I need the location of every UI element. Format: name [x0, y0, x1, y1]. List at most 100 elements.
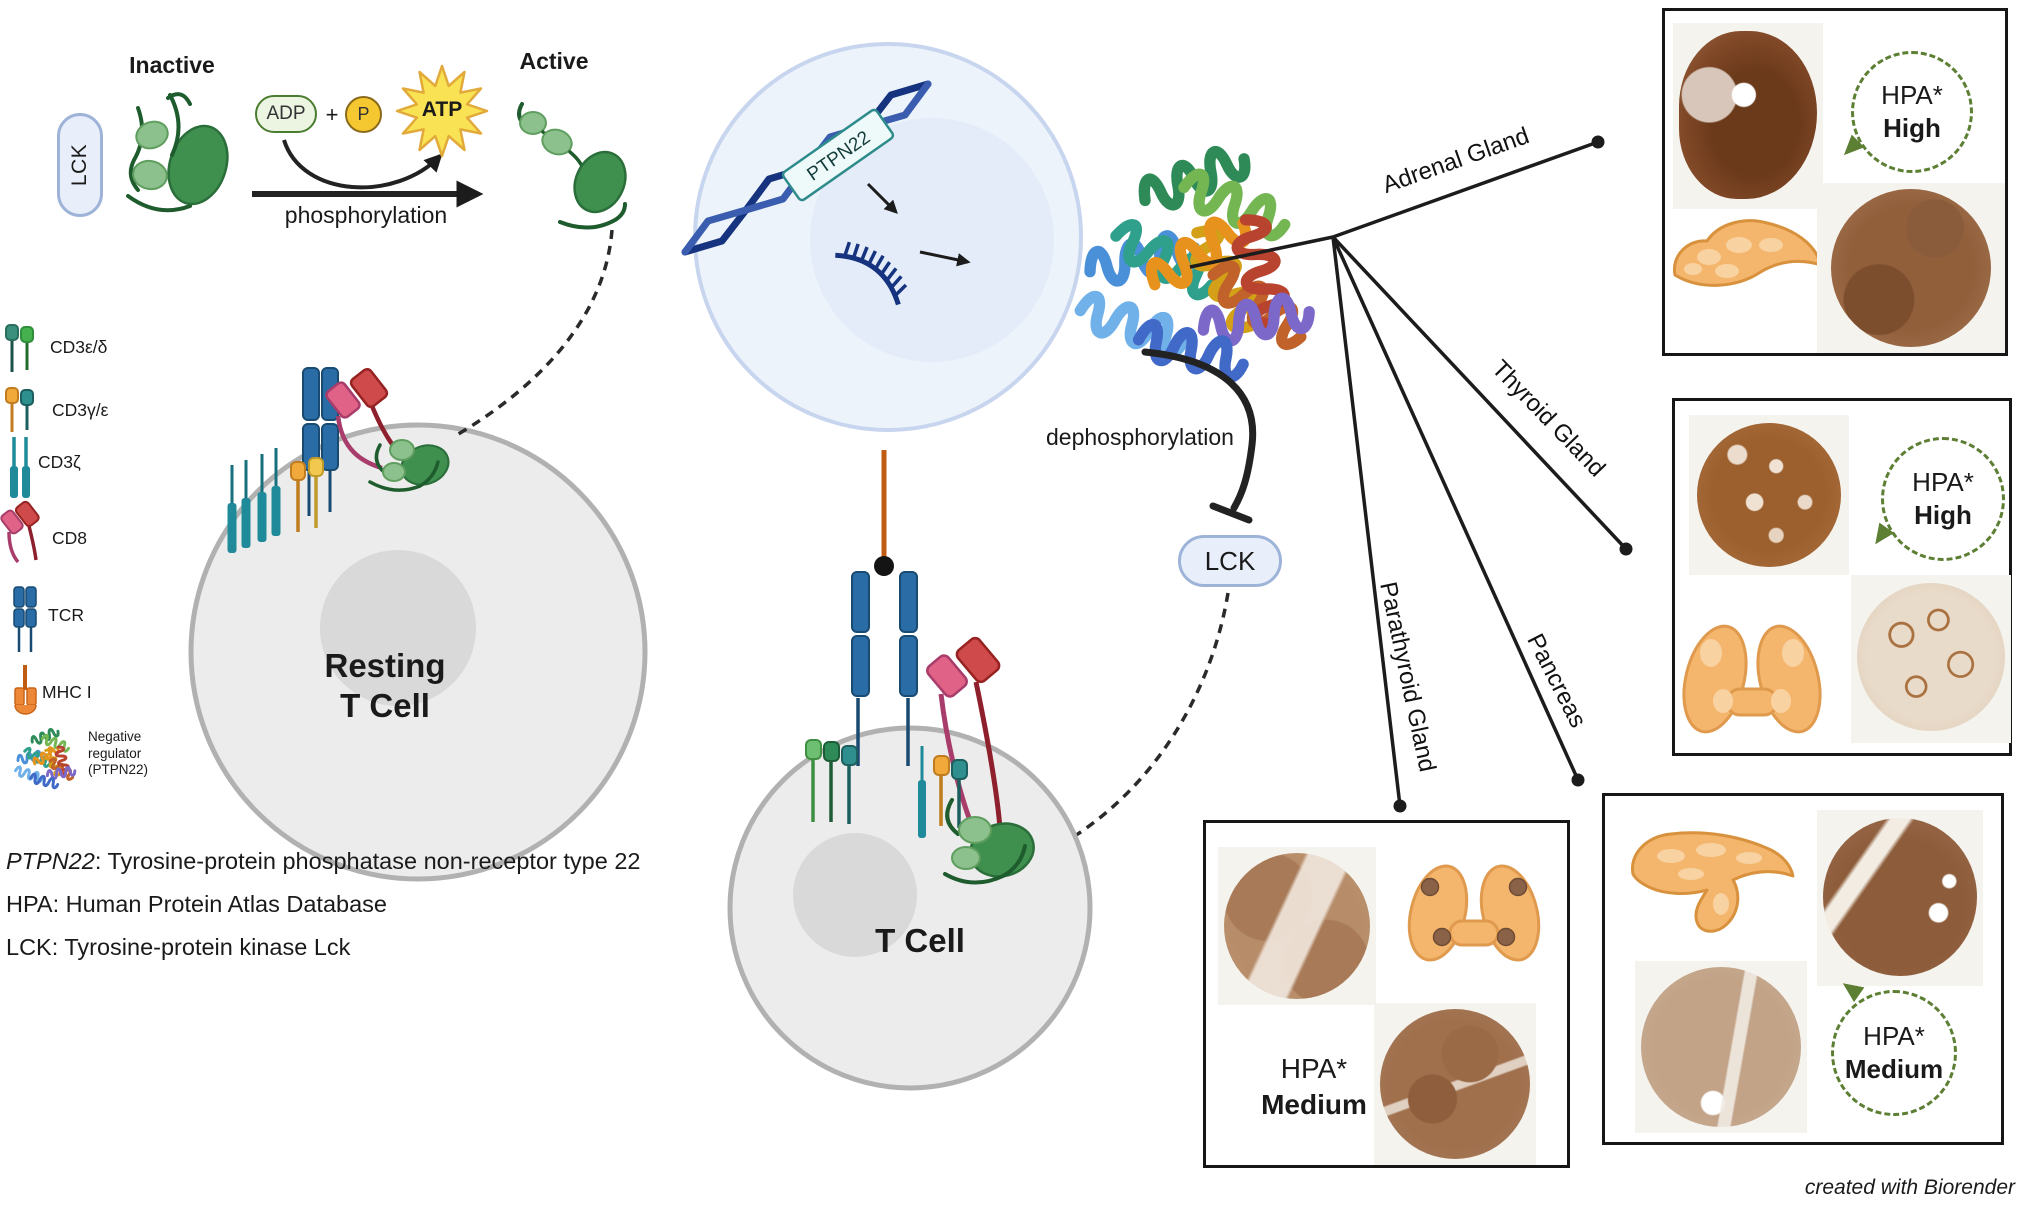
thyroid-hpa-cycle-icon: HPA* High	[1867, 437, 2005, 561]
pancreas-hpa-cycle-icon: HPA* Medium	[1831, 975, 1957, 1116]
translation-arrow	[919, 250, 971, 267]
adrenal-gland-icon	[1672, 219, 1823, 287]
membrane-lck-protein	[943, 798, 1035, 885]
dephosphorylation-label: dephosphorylation	[1046, 424, 1234, 450]
abbr-term: PTPN22	[6, 848, 95, 874]
pancreas-tissue-image-2	[1635, 961, 1807, 1133]
legend-tcr-icon	[13, 586, 37, 652]
adrenal-tissue-image-1	[1673, 23, 1823, 209]
lck-to-tcell-dashed-connector	[1047, 592, 1230, 854]
ptpn22-protein-ribbon	[1075, 135, 1314, 378]
hpa-label: HPA*	[1280, 1053, 1348, 1084]
abbr-definition: : Tyrosine-protein phosphatase non-recep…	[94, 848, 641, 874]
hpa-level: High	[1914, 500, 1972, 530]
legend-label-mhc1: MHC I	[42, 682, 92, 702]
cycle-arrow-icon	[1867, 522, 1895, 550]
thyroid-stain-core	[1697, 423, 1841, 567]
resting-t-cell-body	[188, 422, 648, 882]
adrenal-stain-core	[1831, 189, 1991, 347]
pancreas-tissue-image-1	[1817, 810, 1983, 986]
hpa-level: Medium	[1844, 1054, 1944, 1084]
legend-cd3ed-icon	[5, 324, 34, 372]
parathyroid-hpa-label: HPA* Medium	[1234, 1051, 1394, 1123]
abbreviation-hpa: HPA: Human Protein Atlas Database	[6, 891, 387, 918]
abbr-definition: : Human Protein Atlas Database	[52, 891, 387, 917]
peptide-dot	[874, 556, 894, 576]
parathyroid-stain-core	[1224, 853, 1370, 999]
inactive-label: Inactive	[129, 52, 215, 78]
parathyroid-tissue-image-1	[1218, 847, 1376, 1005]
resting-label-line1: Resting	[324, 647, 446, 684]
active-label: Active	[519, 48, 589, 74]
abbreviation-ptpn22: PTPN22: Tyrosine-protein phosphatase non…	[6, 848, 640, 875]
legend-label-ptpn22: Negative regulator (PTPN22)	[88, 729, 148, 779]
legend-ptpn22-ribbon-icon	[14, 725, 76, 788]
legend-cd3z-icon	[10, 437, 30, 498]
hpa-level: High	[1883, 113, 1941, 143]
lck-pill: LCK	[57, 113, 103, 217]
transcription-arrow	[866, 182, 898, 214]
phosphate-label: P	[357, 104, 370, 124]
legend-mhc1-icon	[14, 665, 37, 715]
abbreviation-lck: LCK: Tyrosine-protein kinase Lck	[6, 934, 350, 961]
pancreas-panel: HPA* Medium	[1602, 793, 2004, 1145]
hpa-label: HPA*	[1881, 80, 1943, 110]
tcell-tcr-complex	[805, 450, 1035, 885]
gene-cell-body	[693, 42, 1083, 432]
adrenal-tissue-image-2	[1817, 183, 2005, 353]
t-cell-label: T Cell	[875, 922, 965, 959]
legend-label-cd3z: CD3ζ	[38, 452, 81, 472]
adp-pill: ADP	[255, 95, 317, 133]
plus-sign: +	[325, 102, 339, 127]
t-cell-body	[727, 725, 1093, 1091]
pancreas-stain-core	[1641, 967, 1801, 1127]
legend-ptpn22-line1: Negative	[88, 729, 142, 744]
lck-pill-target: LCK	[1178, 535, 1282, 587]
legend-ptpn22-line3: (PTPN22)	[88, 762, 149, 777]
adrenal-stain-core	[1679, 31, 1817, 199]
thyroid-tissue-image-2	[1851, 575, 2011, 743]
parathyroid-stain-core	[1380, 1009, 1530, 1159]
resting-tcr-complex	[227, 367, 450, 553]
lck-pill-label: LCK	[68, 143, 92, 187]
parathyroid-tissue-image-2	[1374, 1003, 1536, 1165]
abbr-term: HPA	[6, 891, 53, 917]
phosphate-icon: P	[345, 96, 382, 133]
active-to-resting-dashed-connector	[454, 229, 614, 438]
membrane-lck-protein	[368, 439, 450, 492]
abbr-definition: : Tyrosine-protein kinase Lck	[51, 934, 351, 960]
credit-note: created with Biorender	[1804, 1176, 2015, 1199]
active-lck-protein	[517, 102, 627, 230]
gland-branch-lines	[1189, 135, 1633, 813]
lck-pill-label: LCK	[1204, 545, 1256, 576]
hpa-label: HPA*	[1912, 467, 1974, 497]
legend-ptpn22-line2: regulator	[88, 745, 142, 761]
legend-label-cd3ed: CD3ε/δ	[50, 337, 108, 357]
thyroid-stain-core	[1857, 583, 2005, 731]
legend-cd3ge-icon	[5, 387, 34, 432]
phosphorylation-label: phosphorylation	[284, 202, 448, 228]
resting-label-line2: T Cell	[340, 687, 430, 724]
phosphorylation-arrows	[252, 139, 484, 208]
parathyroid-panel: HPA* Medium	[1203, 820, 1570, 1168]
atp-label: ATP	[421, 98, 463, 121]
adrenal-hpa-cycle-icon: HPA* High	[1837, 51, 1973, 173]
inhibition-arrow	[1141, 348, 1257, 524]
thyroid-panel: HPA* High	[1672, 398, 2012, 756]
cycle-arrow-icon	[1837, 134, 1865, 162]
abbr-term: LCK	[6, 934, 52, 960]
pancreas-stain-core	[1823, 818, 1977, 976]
adp-label: ADP	[266, 103, 306, 124]
thyroid-gland-icon	[1682, 624, 1822, 734]
hpa-label: HPA*	[1863, 1021, 1925, 1051]
legend-cd8-icon	[0, 500, 40, 564]
atp-star-icon	[395, 64, 489, 158]
thyroid-tissue-image-1	[1689, 415, 1849, 575]
legend-label-cd3ge: CD3γ/ε	[52, 400, 109, 420]
mrna-icon	[835, 241, 908, 306]
adrenal-panel: HPA* High	[1662, 8, 2008, 356]
parathyroid-gland-icon	[1407, 864, 1541, 962]
pancreas-icon	[1630, 831, 1795, 933]
